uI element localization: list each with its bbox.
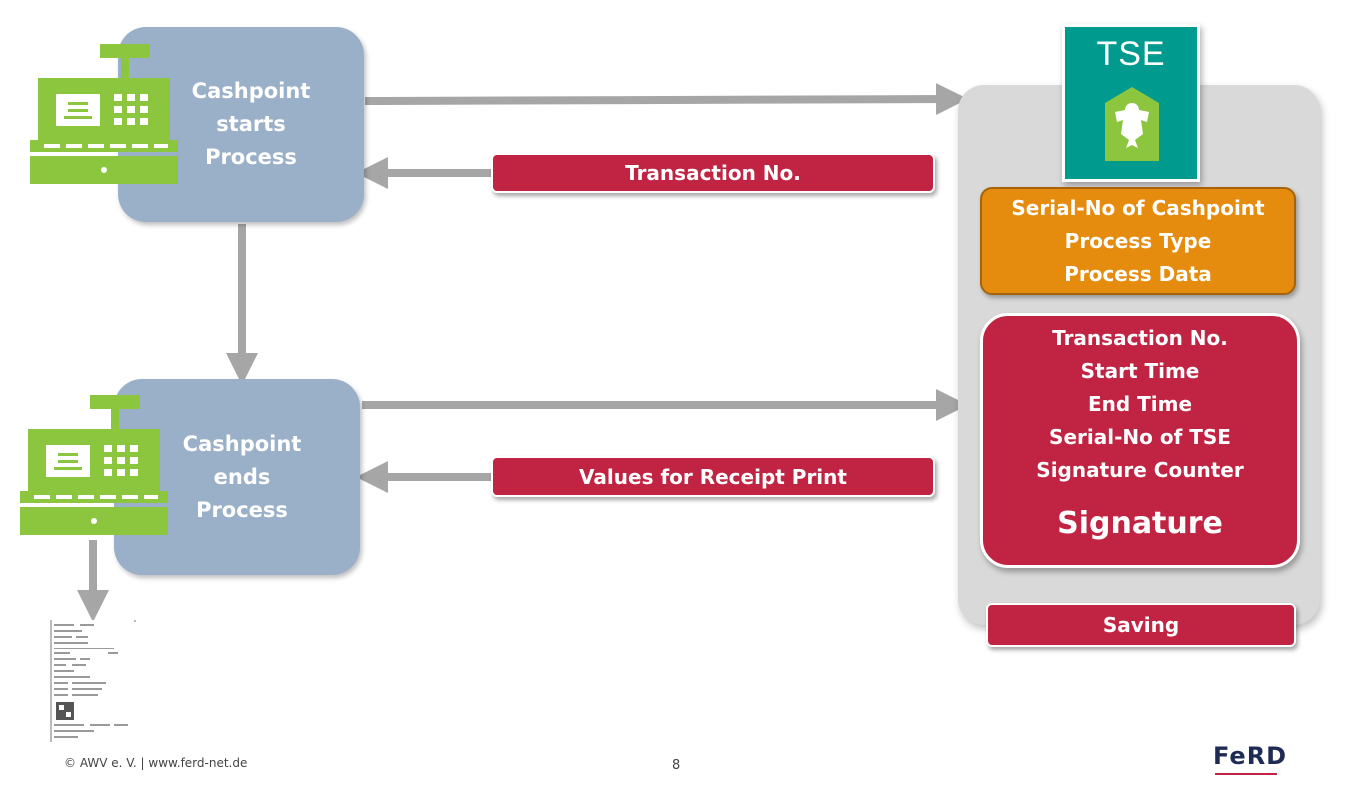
- page-number: 8: [672, 758, 681, 773]
- orange-line-3: Process Data: [1064, 261, 1212, 286]
- orange-line-1: Serial-No of Cashpoint: [1011, 195, 1265, 220]
- saving-label: Saving: [986, 603, 1296, 647]
- process-end-line-2: ends: [213, 464, 271, 489]
- process-start-line-3: Process: [205, 145, 297, 169]
- cashpoint-data-box: Serial-No of Cashpoint Process Type Proc…: [980, 187, 1296, 295]
- ferd-logo: FeRD: [1213, 742, 1288, 770]
- arrow-start-to-tse: [364, 83, 968, 116]
- federal-eagle-icon: [1105, 87, 1159, 161]
- cash-register-icon: [30, 44, 178, 184]
- transaction-no-label: Transaction No.: [491, 153, 935, 193]
- cash-register-icon: [20, 395, 168, 535]
- process-end-box: Cashpoint ends Process: [114, 379, 360, 575]
- process-start-line-2: starts: [216, 112, 286, 136]
- process-start-line-1: Cashpoint: [191, 79, 311, 103]
- receipt-values-label: Values for Receipt Print: [491, 456, 935, 497]
- red-line-2: Start Time: [1080, 359, 1200, 383]
- signature-data-box: Transaction No. Start Time End Time Seri…: [980, 313, 1300, 568]
- tse-title: TSE: [1096, 35, 1166, 73]
- tse-module: TSE: [1062, 24, 1200, 182]
- signature-label: Signature: [1057, 506, 1223, 541]
- process-end-line-3: Process: [196, 497, 288, 522]
- red-line-1: Transaction No.: [1052, 326, 1228, 350]
- receipt-icon: [50, 620, 136, 742]
- footer-copyright: © AWV e. V. | www.ferd-net.de: [64, 756, 248, 770]
- orange-line-2: Process Type: [1064, 228, 1212, 253]
- red-line-3: End Time: [1087, 392, 1193, 416]
- red-line-4: Serial-No of TSE: [1049, 425, 1231, 449]
- process-end-line-1: Cashpoint: [182, 431, 302, 456]
- red-line-5: Signature Counter: [1036, 458, 1244, 482]
- ferd-logo-underline: [1215, 773, 1277, 775]
